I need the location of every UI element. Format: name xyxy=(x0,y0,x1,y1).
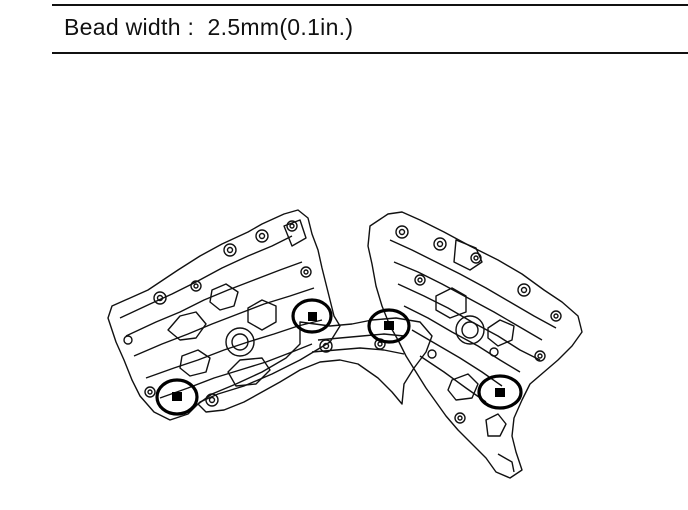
left-bank-outline xyxy=(107,209,341,421)
block-bridge-outline xyxy=(197,317,433,413)
right-bank-outline xyxy=(367,211,583,479)
sealant-bead-left-inner xyxy=(308,312,317,321)
sealant-point-marker-left-inner xyxy=(291,298,333,334)
header-bottom-rule xyxy=(52,52,688,54)
sealant-bead-left-outer xyxy=(172,392,182,401)
sealant-point-marker-center xyxy=(367,308,411,344)
sealant-point-marker-right xyxy=(477,374,523,410)
header-top-rule xyxy=(52,4,688,6)
sealant-bead-center xyxy=(384,321,394,330)
bead-width-label: Bead width : 2.5mm(0.1in.) xyxy=(64,14,354,40)
sealant-bead-right xyxy=(495,388,505,397)
sealant-point-marker-left-outer xyxy=(155,378,199,416)
